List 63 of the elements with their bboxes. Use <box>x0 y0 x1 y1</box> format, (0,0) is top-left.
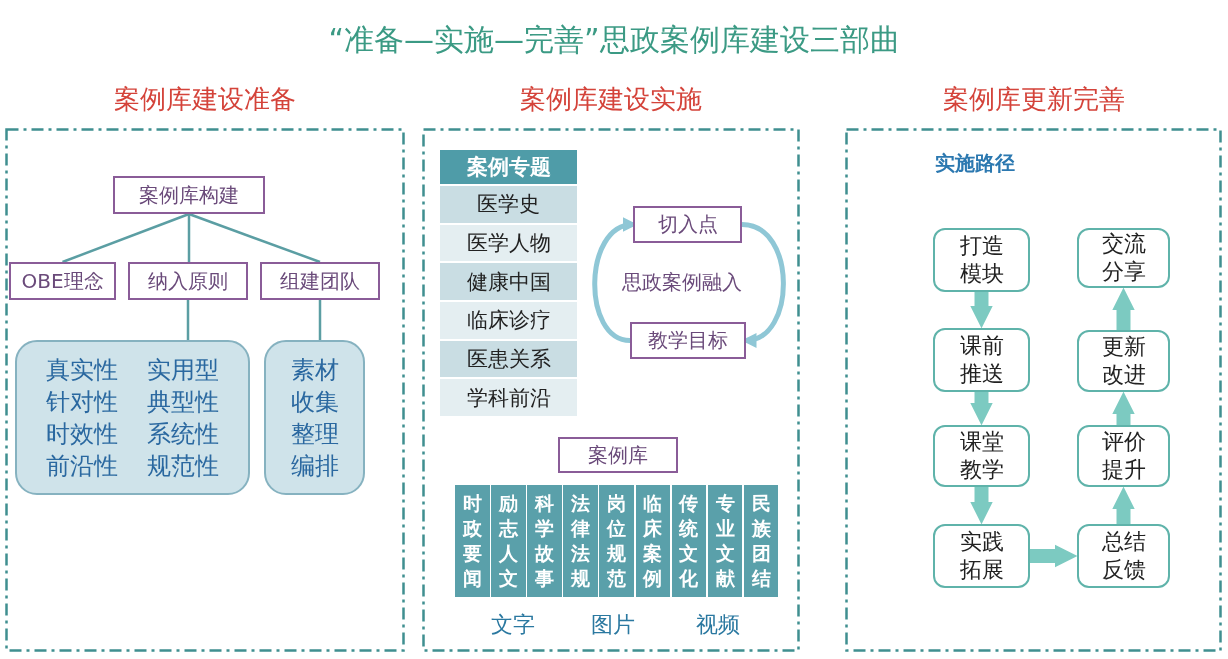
connector-line <box>318 300 322 340</box>
block-arrow <box>1112 287 1135 330</box>
section-heading: 实施路径 <box>935 150 1015 177</box>
category-cell: 科学故事 <box>527 485 562 597</box>
criterion-text: 系统性 <box>146 418 221 450</box>
media-label: 视频 <box>696 611 740 639</box>
category-cell: 临床案例 <box>635 485 671 597</box>
block-arrow <box>970 487 993 525</box>
rounded-box <box>15 340 250 495</box>
criterion-text: 前沿性 <box>44 450 119 482</box>
table-cell: 临床诊疗 <box>440 302 577 339</box>
concept-box: 纳入原则 <box>128 262 248 300</box>
panel-heading: 案例库更新完善 <box>942 83 1125 116</box>
connector-line <box>186 300 190 340</box>
criterion-text: 规范性 <box>146 450 221 482</box>
process-box: 总结反馈 <box>1077 524 1170 588</box>
process-box: 交流分享 <box>1077 228 1170 288</box>
media-label: 文字 <box>491 611 535 639</box>
category-cell: 法律法规 <box>563 485 598 597</box>
panel-heading: 案例库建设实施 <box>520 83 702 116</box>
criterion-text: 针对性 <box>44 386 119 418</box>
process-box: 评价提升 <box>1077 425 1170 487</box>
process-box: 实践拓展 <box>933 524 1030 588</box>
category-cell: 时政要闻 <box>455 485 490 597</box>
concept-box: 案例库构建 <box>113 176 265 214</box>
table-cell: 医患关系 <box>440 340 577 378</box>
process-box: 课堂教学 <box>933 425 1030 487</box>
process-box: 课前推送 <box>933 328 1030 392</box>
diagram-title: “准备—实施—完善”思政案例库建设三部曲 <box>328 21 900 59</box>
curved-arrow <box>741 222 786 346</box>
block-arrow <box>1112 391 1135 425</box>
panel-heading: 案例库建设准备 <box>114 83 296 116</box>
connector-line <box>62 212 190 264</box>
table-cell: 学科前沿 <box>440 379 577 416</box>
process-box: 打造模块 <box>933 228 1030 292</box>
block-arrow <box>1030 544 1078 568</box>
connector-line <box>188 212 321 264</box>
table-cell: 健康中国 <box>440 263 577 300</box>
cycle-label: 思政案例融入 <box>622 268 742 296</box>
category-cell: 岗位规范 <box>599 485 635 597</box>
block-arrow <box>970 392 993 426</box>
category-cell: 民族团结 <box>743 485 779 597</box>
category-cell: 励志人文 <box>491 485 526 597</box>
concept-box: OBE理念 <box>9 262 116 300</box>
block-arrow <box>1112 486 1135 524</box>
block-arrow <box>970 292 993 329</box>
table-header: 案例专题 <box>440 150 577 184</box>
category-cell: 专业文献 <box>707 485 743 597</box>
process-box: 更新改进 <box>1077 330 1170 392</box>
connector-line <box>187 214 191 262</box>
concept-box: 组建团队 <box>260 262 380 300</box>
concept-box: 切入点 <box>633 206 742 243</box>
criterion-text: 时效性 <box>44 418 119 450</box>
table-cell: 医学人物 <box>440 224 577 262</box>
media-label: 图片 <box>591 611 635 639</box>
table-cell: 医学史 <box>440 186 577 223</box>
criterion-text: 实用型 <box>146 354 221 386</box>
criterion-text: 典型性 <box>146 386 221 418</box>
rounded-box: 素材收集整理编排 <box>264 340 365 495</box>
concept-box: 案例库 <box>558 437 678 473</box>
criterion-text: 真实性 <box>44 354 119 386</box>
category-cell: 传统文化 <box>671 485 707 597</box>
concept-box: 教学目标 <box>630 322 746 359</box>
